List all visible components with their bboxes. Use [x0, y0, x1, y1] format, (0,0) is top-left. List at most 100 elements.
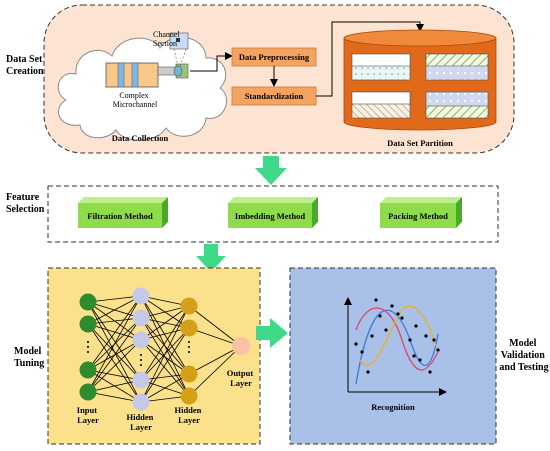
hidden2-node: [180, 387, 198, 405]
ellipsis-dot: [140, 354, 142, 356]
stage-label-model-tuning-2: Tuning: [14, 358, 44, 369]
hidden2-node: [180, 365, 198, 383]
recognition-point: [360, 350, 364, 354]
recognition-curve-yellow: [359, 305, 437, 367]
network-connections: [87, 295, 242, 403]
ellipsis-dot: [87, 351, 89, 353]
stage-label-data-set-creation-1: Data Set: [6, 54, 43, 65]
hidden-layer-2-label-2: Layer: [178, 415, 200, 425]
complex-microchannel-label-1: Complex: [119, 91, 148, 100]
network-edge: [188, 345, 242, 375]
recognition-point: [370, 334, 374, 338]
svg-text:Model Validation and T: Model Validation and Testing: [499, 338, 548, 373]
network-edge: [87, 391, 142, 403]
hidden2-node: [180, 319, 198, 337]
hidden-node: [132, 371, 150, 389]
ellipsis-dot: [188, 351, 190, 353]
output-layer-label-2: Layer: [230, 378, 252, 388]
microchannel-icon: [105, 32, 189, 88]
svg-text:Hidden Layer: Hidden Layer: [126, 412, 155, 432]
imbedding-method-box: [228, 197, 318, 228]
network-edge: [87, 369, 142, 381]
network-edge: [87, 295, 142, 371]
network-edge: [140, 295, 190, 375]
network-edge: [87, 323, 142, 403]
stage-label-model-validation-3: and Testing: [499, 362, 548, 373]
packing-method-label: Packing Method: [388, 211, 448, 221]
hidden-node: [132, 393, 150, 411]
neural-network: [79, 287, 250, 411]
network-edge: [140, 327, 190, 403]
svg-text:Input Layer: Input Layer: [77, 405, 99, 425]
network-edge: [140, 317, 190, 375]
recognition-point: [400, 316, 404, 320]
stage-label-data-set-creation-2: Creation: [6, 66, 44, 77]
packing-method-box: [380, 197, 462, 228]
recognition-curve-blue: [355, 309, 439, 385]
channel-section-label-1: Channel: [153, 30, 180, 39]
recognition-point: [390, 304, 394, 308]
svg-text:Complex Microchannel: Complex Microchannel: [113, 91, 158, 109]
data-collection-cloud: [57, 37, 227, 141]
recognition-point: [384, 328, 388, 332]
recognition-point: [432, 338, 436, 342]
recognition-point: [414, 324, 418, 328]
network-edge: [140, 373, 190, 403]
network-edge: [87, 301, 142, 381]
input-layer-label-1: Input: [77, 405, 97, 415]
network-edge: [140, 305, 190, 381]
network-edge: [87, 317, 142, 325]
ellipsis-dot: [140, 364, 142, 366]
recognition-point: [354, 342, 358, 346]
hidden-layer-1-label-1: Hidden: [126, 412, 153, 422]
recognition-point: [428, 370, 432, 374]
recognition-point: [424, 334, 428, 338]
network-edge: [87, 323, 142, 381]
filtration-method-label: Filtration Method: [87, 211, 153, 221]
filtration-method-box: [78, 197, 168, 228]
network-edge: [188, 345, 242, 397]
ellipsis-dot: [188, 341, 190, 343]
network-edge: [140, 339, 190, 397]
recognition-curve-red: [355, 307, 439, 371]
imbedding-method-label: Imbedding Method: [235, 211, 305, 221]
hidden-layer-2-label-1: Hidden: [174, 405, 201, 415]
svg-text:Channel Section: Channel Section: [153, 30, 182, 48]
output-layer-label-1: Output: [227, 368, 254, 378]
green-arrow-down-2: [196, 244, 226, 272]
svg-text:Hidden Layer: Hidden Layer: [174, 405, 203, 425]
network-edge: [87, 323, 142, 341]
network-edge: [140, 339, 190, 375]
recognition-point: [366, 370, 370, 374]
network-edge: [87, 295, 142, 303]
network-edge: [188, 327, 242, 347]
input-node: [79, 315, 97, 333]
green-arrow-right: [256, 318, 288, 348]
hidden-node: [132, 287, 150, 305]
svg-text:Output Layer: Output Layer: [227, 368, 256, 388]
recognition-point: [418, 358, 422, 362]
channel-section-label-2: Section: [153, 39, 177, 48]
svg-text:Model Tuning: Model Tuning: [14, 346, 44, 369]
hidden-layer-1-label-2: Layer: [130, 422, 152, 432]
recognition-data-points: [354, 298, 440, 374]
stage-label-model-validation-2: Validation: [501, 350, 546, 361]
stage-label-feature-selection-1: Feature: [6, 192, 40, 203]
input-layer-label-2: Layer: [77, 415, 99, 425]
recognition-point: [378, 314, 382, 318]
recognition-point: [412, 354, 416, 358]
network-edge: [87, 295, 142, 393]
stage-label-model-tuning-1: Model: [14, 346, 41, 357]
network-edge: [188, 305, 242, 347]
recognition-point: [396, 312, 400, 316]
model-validation-panel: [289, 267, 497, 445]
svg-text:Feature Selection: Feature Selection: [6, 192, 45, 215]
svg-text:Data Set Creation: Data Set Creation: [6, 54, 45, 77]
network-edge: [87, 317, 142, 393]
network-edge: [87, 295, 142, 325]
output-node: [232, 337, 250, 355]
ellipsis-dot: [87, 341, 89, 343]
complex-microchannel-label-2: Microchannel: [113, 100, 158, 109]
data-partition-cylinder: [343, 29, 497, 131]
